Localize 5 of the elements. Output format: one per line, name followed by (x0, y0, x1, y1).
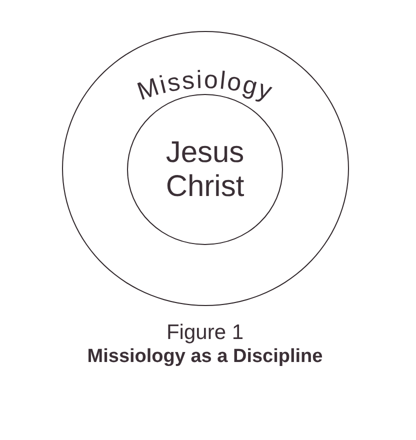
center-label: Jesus Christ (164, 136, 246, 204)
figure-caption: Missiology as a Discipline (87, 345, 323, 369)
figure-label: Figure 1 (166, 320, 244, 345)
outer-circle (62, 31, 349, 306)
curved-label: Missiology (134, 66, 277, 106)
